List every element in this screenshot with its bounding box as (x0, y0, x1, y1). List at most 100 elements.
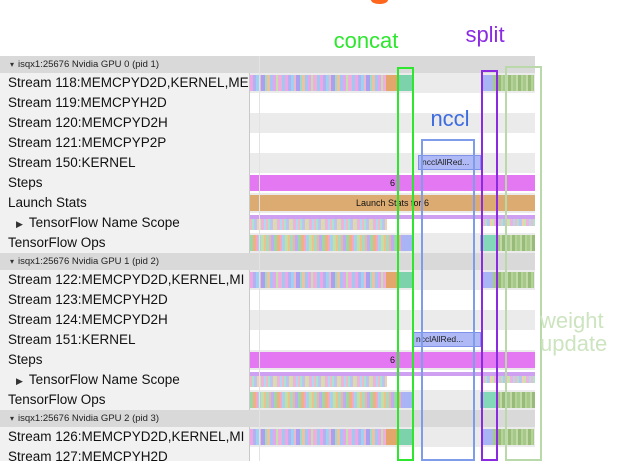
row-label-text: Stream 127:MEMCPYH2D (8, 449, 168, 461)
gpu-section-header[interactable]: ▾isqx1:25676 Nvidia GPU 2 (pid 3) (0, 410, 535, 427)
memcpy-activity-bar[interactable] (250, 272, 386, 288)
row-label-text: Steps (8, 352, 43, 367)
weight-update-ops[interactable] (497, 235, 535, 251)
row-timeline (250, 310, 535, 330)
expand-arrow-icon[interactable]: ▶ (16, 376, 23, 386)
row-label: Steps (0, 173, 250, 193)
memcpy-activity-bar[interactable] (250, 75, 386, 91)
concat-event[interactable] (398, 75, 414, 91)
row-label[interactable]: ▶TensorFlow Name Scope (0, 213, 250, 233)
row-label-text: Stream 126:MEMCPYD2D,KERNEL,MI (8, 429, 245, 444)
row-label: Stream 127:MEMCPYH2D (0, 447, 250, 461)
row-label: Stream 122:MEMCPYD2D,KERNEL,MI (0, 270, 250, 290)
memcpy-activity-bar[interactable] (250, 429, 386, 445)
timeline-row: Launch Stats Launch Stats for 6 (0, 193, 535, 213)
ops-event[interactable] (480, 392, 497, 408)
row-label: Stream 121:MEMCPYP2P (0, 133, 250, 153)
weight-update-ops[interactable] (497, 392, 535, 408)
row-timeline (250, 93, 535, 113)
weight-update-events[interactable] (493, 75, 534, 91)
row-label-text: Stream 119:MEMCPYH2D (8, 95, 167, 110)
split-event[interactable] (483, 272, 493, 288)
row-label: TensorFlow Ops (0, 233, 250, 253)
row-label: Launch Stats (0, 193, 250, 213)
row-label: Stream 124:MEMCPYD2H (0, 310, 250, 330)
timeline-row: Steps 6 (0, 173, 535, 193)
namescope-activity[interactable] (483, 376, 535, 383)
namescope-summary-bar[interactable] (250, 372, 535, 376)
namescope-summary-bar[interactable] (250, 215, 535, 219)
memcpy-event[interactable] (386, 75, 398, 91)
ops-event[interactable] (480, 235, 497, 251)
memcpy-event[interactable] (386, 272, 398, 288)
row-timeline (250, 290, 535, 310)
collapse-arrow-icon[interactable]: ▾ (10, 60, 15, 69)
timeline-chart: ▾isqx1:25676 Nvidia GPU 0 (pid 1) Stream … (0, 56, 535, 461)
row-label: Stream 126:MEMCPYD2D,KERNEL,MI (0, 427, 250, 447)
collapse-arrow-icon[interactable]: ▾ (10, 257, 15, 266)
row-label-text: TensorFlow Ops (8, 235, 106, 250)
row-label: Stream 150:KERNEL (0, 153, 250, 173)
ops-event[interactable] (401, 392, 413, 408)
timeline-row: Steps 6 (0, 350, 535, 370)
concat-annotation-label: concat (333, 28, 399, 53)
timeline-row: TensorFlow Ops (0, 233, 535, 253)
row-label: Stream 151:KERNEL (0, 330, 250, 350)
row-label: Steps (0, 350, 250, 370)
timeline-row: Stream 122:MEMCPYD2D,KERNEL,MI (0, 270, 535, 290)
row-label-text: TensorFlow Name Scope (28, 372, 180, 387)
row-label: Stream 120:MEMCPYD2H (0, 113, 250, 133)
launch-stats-label: Launch Stats for 6 (355, 198, 430, 208)
section-header-label: isqx1:25676 Nvidia GPU 1 (pid 2) (18, 256, 160, 267)
ops-event[interactable] (401, 235, 413, 251)
row-timeline: 6 (250, 350, 535, 370)
row-timeline (250, 233, 535, 253)
row-label[interactable]: ▶ TensorFlow Name Scope (0, 370, 250, 390)
gpu-section-header[interactable]: ▾isqx1:25676 Nvidia GPU 0 (pid 1) (0, 56, 535, 73)
concat-event[interactable] (398, 272, 414, 288)
gpu-section-header[interactable]: ▾isqx1:25676 Nvidia GPU 1 (pid 2) (0, 253, 535, 270)
steps-bar[interactable] (250, 352, 535, 368)
row-timeline (250, 370, 535, 390)
memcpy-event[interactable] (386, 429, 398, 445)
row-timeline: ncclAllRed... (250, 153, 535, 173)
launch-stats-bar[interactable] (250, 195, 535, 211)
timeline-row: TensorFlow Ops (0, 390, 535, 410)
split-annotation-label: split (465, 22, 505, 47)
timeline-gridline (259, 56, 260, 461)
steps-bar[interactable] (250, 175, 535, 191)
split-event[interactable] (483, 429, 493, 445)
nccl-annotation-label: nccl (430, 106, 470, 131)
row-label: Stream 119:MEMCPYH2D (0, 93, 250, 113)
namescope-activity[interactable] (250, 219, 387, 230)
timeline-row: Stream 126:MEMCPYD2D,KERNEL,MI (0, 427, 535, 447)
collapse-arrow-icon[interactable]: ▾ (10, 414, 15, 423)
timeline-row: Stream 123:MEMCPYH2D (0, 290, 535, 310)
ops-activity-bar[interactable] (250, 235, 401, 251)
ops-activity-bar[interactable] (250, 392, 401, 408)
weight-update-events[interactable] (493, 429, 534, 445)
row-timeline: 6 (250, 173, 535, 193)
row-label: TensorFlow Ops (0, 390, 250, 410)
row-label-text: Stream 118:MEMCPYD2D,KERNEL,ME (8, 75, 249, 90)
timeline-row: Stream 118:MEMCPYD2D,KERNEL,ME (0, 73, 535, 93)
timeline-row: ▶TensorFlow Name Scope (0, 213, 535, 233)
expand-arrow-icon[interactable]: ▶ (16, 219, 23, 229)
timeline-row: Stream 119:MEMCPYH2D (0, 93, 535, 113)
nccl-kernel-event[interactable]: ncclAllRed... (418, 155, 481, 170)
steps-value-label: 6 (389, 178, 395, 188)
namescope-activity[interactable] (250, 376, 387, 387)
section-header-label: isqx1:25676 Nvidia GPU 2 (pid 3) (18, 413, 160, 424)
row-timeline: ncclAllRed... (250, 330, 535, 350)
weight-update-events[interactable] (493, 272, 534, 288)
timeline-row: Stream 150:KERNEL ncclAllRed... (0, 153, 535, 173)
row-label: Stream 123:MEMCPYH2D (0, 290, 250, 310)
weight-update-line1: weight (540, 308, 604, 333)
nccl-kernel-event[interactable]: ncclAllRed... (412, 332, 481, 347)
namescope-activity[interactable] (483, 219, 535, 226)
row-label-text: Stream 121:MEMCPYP2P (8, 135, 167, 150)
concat-event[interactable] (398, 429, 414, 445)
split-event[interactable] (483, 75, 493, 91)
timeline-row: Stream 120:MEMCPYD2H (0, 113, 535, 133)
